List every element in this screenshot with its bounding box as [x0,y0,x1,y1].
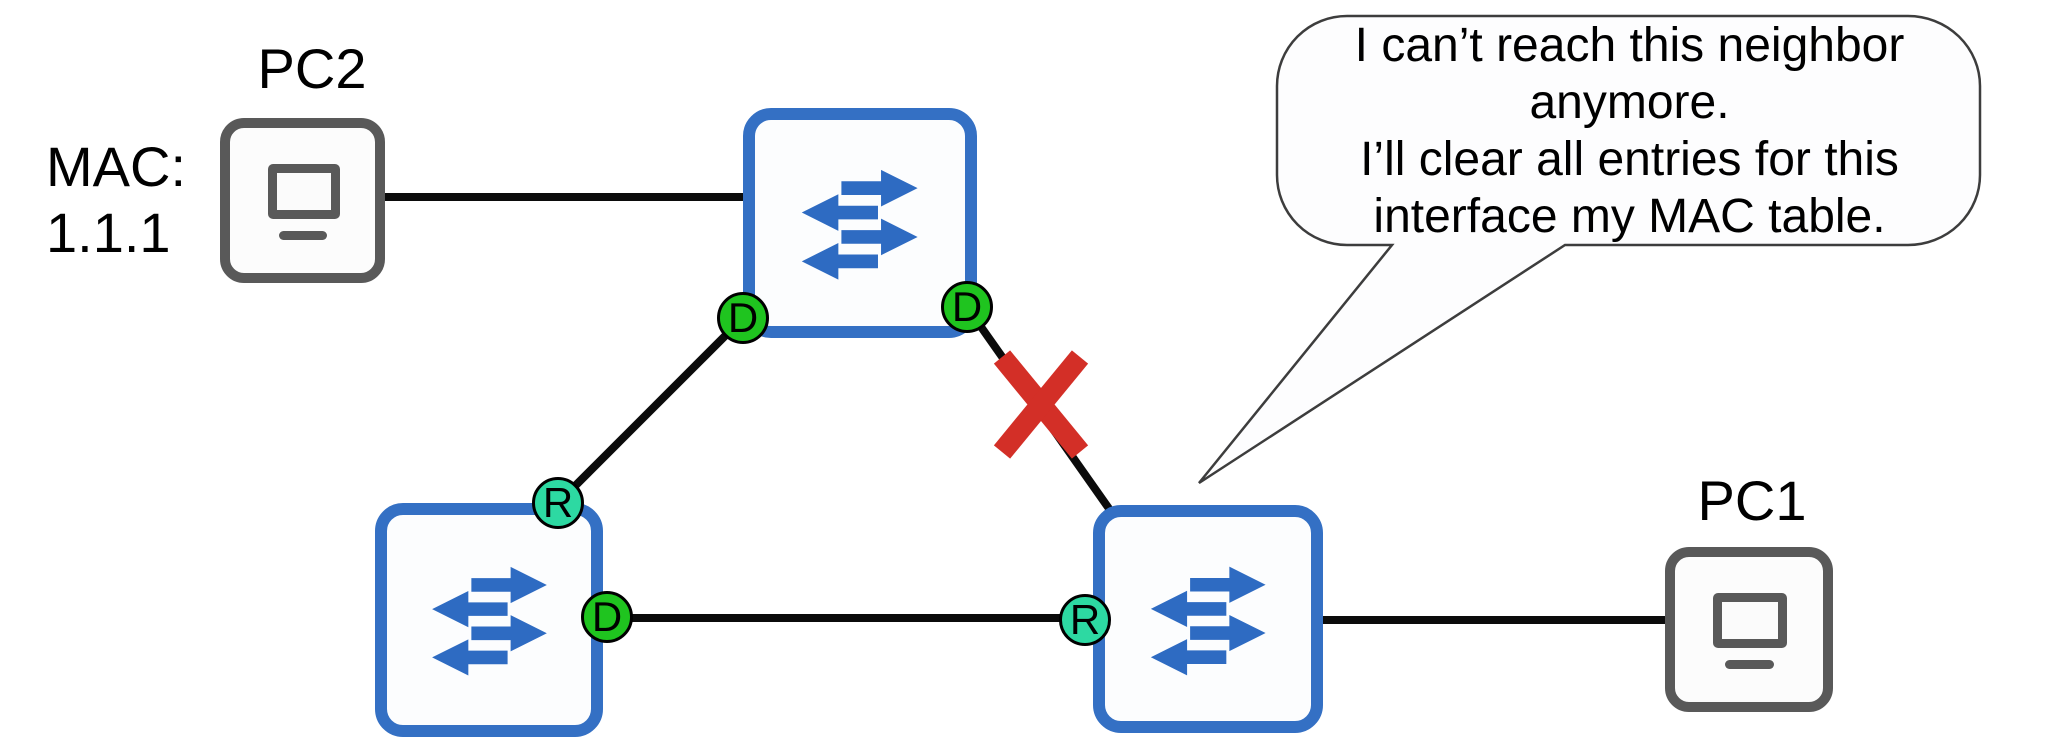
speech-bubble-line: anymore. [1529,75,1730,129]
switch-top-node [743,108,977,338]
switch-icon [802,169,918,280]
monitor-base [279,230,328,241]
port-badge-switch-top-right: D [941,281,993,333]
pc2-label: PC2 [257,37,367,100]
monitor-base [1725,659,1775,670]
speech-bubble-shape [1198,14,1982,485]
pc1-node [1665,547,1833,712]
port-badge-switch-bottom-left-right: D [581,591,633,643]
pc2-mac-line2: 1.1.1 [46,201,171,264]
link-switch-top-switch-bottom-left [555,315,746,506]
monitor-screen [1713,593,1788,649]
switch-bottom-right-node [1093,505,1323,733]
pc1-label: PC1 [1697,469,1807,532]
x-icon [993,350,1089,459]
monitor-screen [267,164,341,220]
switch-icon [431,567,547,676]
switch-icon [1150,566,1266,675]
speech-bubble-line: I can’t reach this neighbor [1354,18,1905,72]
speech-bubble-line: I’ll clear all entries for this [1360,132,1899,186]
port-badge-switch-bottom-left-top: R [532,477,584,529]
pc2-node [220,118,385,283]
pc2-mac-line1: MAC: [46,135,186,198]
switch-bottom-left-node [375,503,603,737]
port-badge-switch-bottom-right-left: R [1059,594,1111,646]
speech-bubble: I can’t reach this neighbor anymore. I’l… [1279,16,1980,245]
speech-bubble-line: interface my MAC table. [1373,189,1886,243]
pc2-mac-label: MAC: 1.1.1 [46,134,246,266]
port-badge-switch-top-left: D [717,292,769,344]
